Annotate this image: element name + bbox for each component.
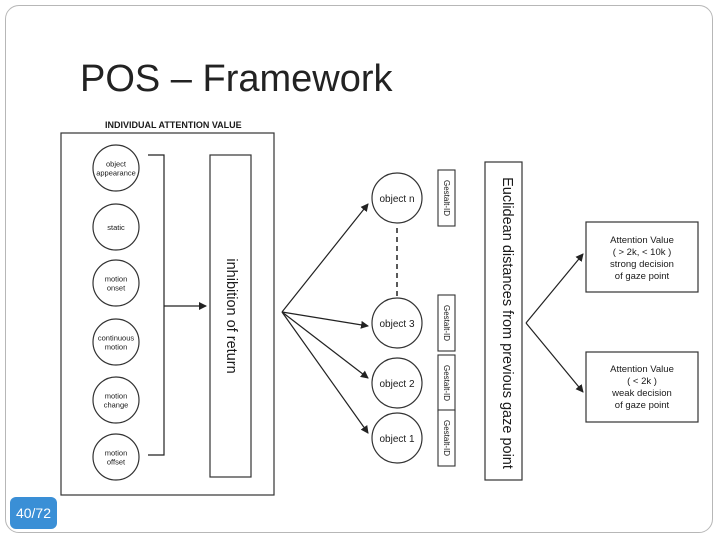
distance-box	[484, 161, 523, 481]
inhibition-label: inhibition of return	[223, 258, 239, 373]
object-label: object n	[379, 194, 414, 205]
feature-circle	[92, 259, 140, 307]
feature-circle	[92, 376, 140, 424]
feature-label: static	[107, 223, 125, 232]
feature-circle	[92, 318, 140, 366]
gestalt-label: Gestalt-ID	[442, 180, 451, 216]
object-node: object 1 Gestalt-ID	[371, 409, 456, 467]
object-label: object 1	[379, 434, 414, 445]
result-label: Attention Value( > 2k, < 10k )strong dec…	[610, 235, 674, 282]
feature-node: static	[92, 203, 140, 251]
panel-heading: INDIVIDUAL ATTENTION VALUE	[105, 120, 242, 130]
result-box	[585, 221, 699, 293]
slide-frame	[5, 5, 713, 533]
object-circle	[371, 357, 423, 409]
object-circle	[371, 412, 423, 464]
gestalt-label: Gestalt-ID	[442, 365, 451, 401]
feature-circle	[92, 144, 140, 192]
object-node: object n Gestalt-ID	[371, 169, 456, 227]
gestalt-tag	[437, 294, 456, 352]
object-node: object 2 Gestalt-ID	[371, 354, 456, 412]
fan-arrows	[281, 203, 369, 434]
result-node: Attention Value( > 2k, < 10k )strong dec…	[585, 221, 699, 293]
result-arrows	[525, 253, 584, 393]
object-node: object 3 Gestalt-ID	[371, 294, 456, 352]
result-list: Attention Value( > 2k, < 10k )strong dec…	[585, 221, 699, 423]
gestalt-label: Gestalt-ID	[442, 420, 451, 456]
object-circle	[371, 172, 423, 224]
inhibition-box	[209, 154, 252, 478]
gestalt-tag	[437, 409, 456, 467]
feature-bracket	[148, 154, 165, 456]
result-box	[585, 351, 699, 423]
page-number-badge: 40/72	[10, 497, 57, 529]
gestalt-tag	[437, 169, 456, 227]
attention-panel	[60, 132, 275, 496]
gestalt-label: Gestalt-ID	[442, 305, 451, 341]
feature-circle	[92, 433, 140, 481]
distance-label: Euclidean distances from previous gaze p…	[499, 177, 515, 469]
object-label: object 2	[379, 379, 414, 390]
feature-circle	[92, 203, 140, 251]
object-circle	[371, 297, 423, 349]
object-label: object 3	[379, 319, 414, 330]
slide-title: POS – Framework	[80, 58, 393, 100]
